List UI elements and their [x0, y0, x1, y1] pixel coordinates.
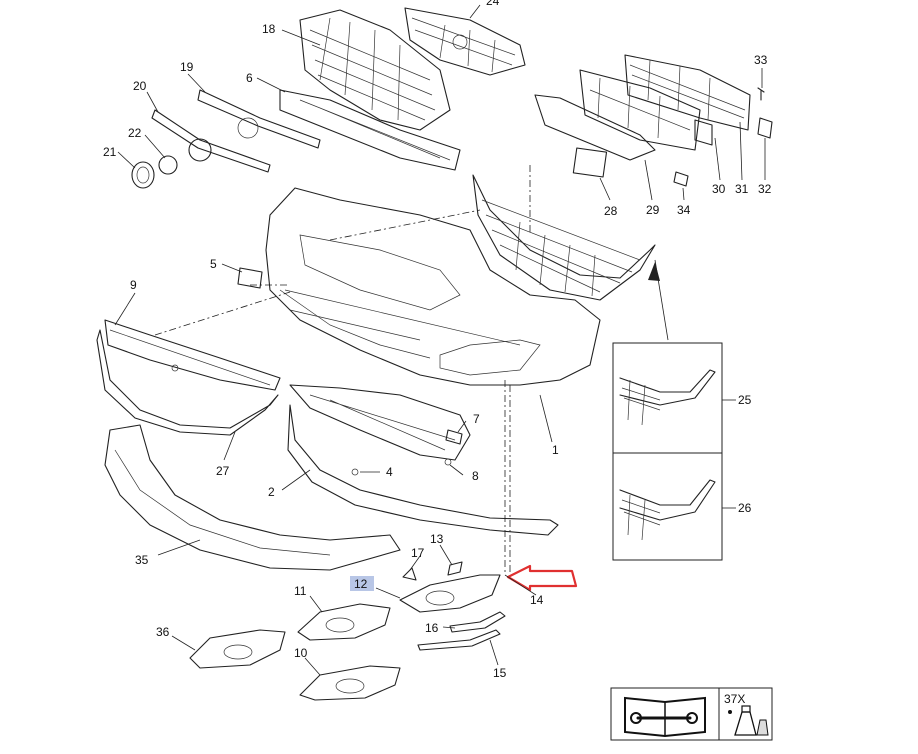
part-10-fog-bezel [299, 665, 401, 701]
legend-box: 37X [610, 687, 773, 741]
inset-pointer-head [648, 262, 660, 281]
part-34-clip [673, 171, 689, 187]
callout-labels: 18 24 6 19 20 22 21 33 30 31 32 28 29 34… [103, 0, 772, 680]
part-7-clip [445, 429, 463, 445]
callout-13: 13 [430, 532, 444, 546]
part-8-screw [444, 458, 452, 466]
callout-10: 10 [294, 646, 308, 660]
callout-33: 33 [754, 53, 768, 67]
callout-4: 4 [386, 465, 393, 479]
callout-17: 17 [411, 546, 425, 560]
callout-7: 7 [473, 412, 480, 426]
callout-21: 21 [103, 145, 117, 159]
adhesive-tube-icon [728, 705, 769, 736]
callout-36: 36 [156, 625, 170, 639]
callout-1: 1 [552, 443, 559, 457]
part-2-lower-trim [287, 404, 559, 536]
part-12-fog-bezel [399, 574, 501, 613]
part-11-fog-bezel [297, 603, 391, 641]
callout-20: 20 [133, 79, 147, 93]
callout-29: 29 [646, 203, 660, 217]
part-21-emblem [131, 161, 155, 189]
callout-27: 27 [216, 464, 230, 478]
callout-12: 12 [354, 577, 368, 591]
callout-12-highlight [350, 576, 374, 591]
part-9-spoiler [104, 319, 281, 391]
part-28-panel [534, 94, 656, 178]
part-lower-grille [472, 174, 656, 301]
part-13-clip [447, 561, 463, 576]
detail-inset-25 [612, 342, 723, 454]
callout-9: 9 [130, 278, 137, 292]
callout-24: 24 [486, 0, 500, 8]
assembly-lines [154, 165, 531, 575]
part-32-clip [757, 117, 773, 139]
part-4-clip [351, 468, 359, 476]
part-31-upper-bracket [624, 54, 751, 131]
callout-8: 8 [472, 469, 479, 483]
callout-2: 2 [268, 485, 275, 499]
part-17-clip [402, 567, 417, 581]
callout-14: 14 [530, 593, 544, 607]
part-15-chrome-strip [417, 629, 501, 651]
legend-37x-label: 37X [724, 692, 745, 706]
part-18-upper-grille [299, 9, 451, 131]
part-22-emblem-ring [158, 138, 212, 175]
callout-34: 34 [677, 203, 691, 217]
callout-5: 5 [210, 257, 217, 271]
part-30-clip [694, 119, 713, 146]
detail-inset-26 [612, 452, 723, 561]
part-33-screw [757, 87, 765, 101]
part-29-lower-bracket [579, 69, 701, 151]
part-1-bumper [265, 187, 601, 386]
callout-16: 16 [425, 621, 439, 635]
callout-31: 31 [735, 182, 749, 196]
part-36-fog-bezel [189, 629, 286, 669]
callout-32: 32 [758, 182, 772, 196]
part-underbody-shield [289, 384, 471, 461]
part-35-lip [104, 424, 401, 571]
part-16-chrome-strip [449, 611, 506, 633]
part-24-grille-frame [404, 7, 526, 76]
callout-22: 22 [128, 126, 142, 140]
red-pointer-arrow [506, 564, 578, 592]
callout-15: 15 [493, 666, 507, 680]
callout-19: 19 [180, 60, 194, 74]
callout-26: 26 [738, 501, 752, 515]
callout-30: 30 [712, 182, 726, 196]
callout-leaders [114, 4, 766, 676]
wrench-icon [630, 712, 698, 724]
callout-11: 11 [294, 584, 307, 598]
part-27-spoiler-lower [96, 329, 279, 436]
part-19-chrome-bar [197, 89, 321, 149]
callout-35: 35 [135, 553, 149, 567]
part-20-chrome-bar [151, 109, 271, 173]
callout-25: 25 [738, 393, 752, 407]
part-5-clip [237, 267, 263, 289]
part-6-grille-reinforcement [279, 89, 461, 171]
callout-6: 6 [246, 71, 253, 85]
callout-18: 18 [262, 22, 276, 36]
callout-28: 28 [604, 204, 618, 218]
